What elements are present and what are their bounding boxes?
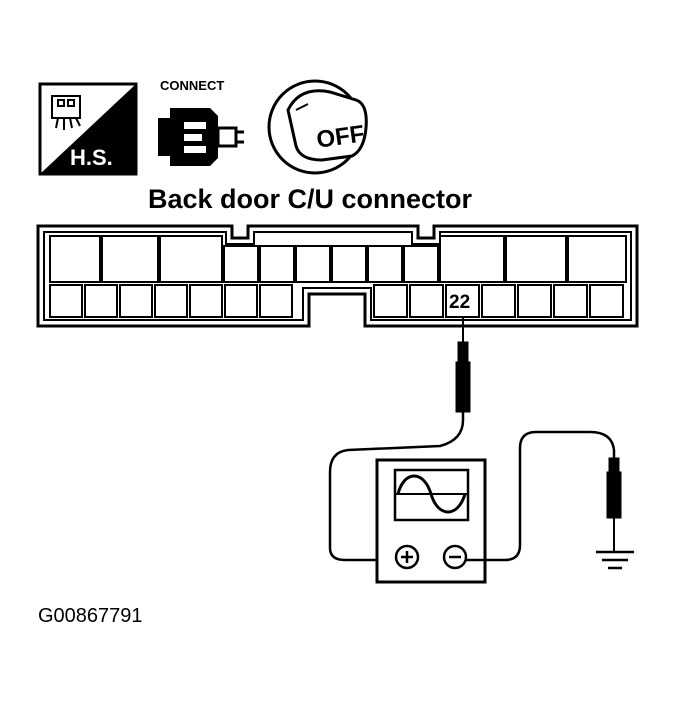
connector-cavity <box>517 284 552 318</box>
ignition-off-label: OFF <box>315 120 366 153</box>
sine-wave <box>396 474 467 514</box>
figure-id: G00867791 <box>38 605 143 627</box>
connector-cavity <box>224 284 258 318</box>
connector-cavity <box>445 284 480 318</box>
negative-terminal-icon <box>442 544 468 570</box>
connector-cavity <box>367 245 403 283</box>
positive-probe <box>328 316 471 562</box>
connector-cavity <box>49 284 83 318</box>
connector-cavity <box>154 284 188 318</box>
connector-cavity <box>331 245 367 283</box>
positive-terminal-icon <box>394 544 420 570</box>
connector-cavity <box>403 245 439 283</box>
connect-icon: CONNECT <box>158 78 244 166</box>
connector-cavity <box>223 245 259 283</box>
connector-cavity <box>409 284 444 318</box>
connector-sketch-icon <box>51 95 81 130</box>
connector-cavity <box>373 284 408 318</box>
ground-icon <box>596 550 634 570</box>
connector-cavity <box>84 284 118 318</box>
negative-probe <box>466 430 622 562</box>
connector-cavity <box>159 235 223 283</box>
connector-cavities <box>49 235 627 318</box>
connector-cavity <box>295 245 331 283</box>
connector-cavity <box>259 284 293 318</box>
connector-cavity <box>553 284 588 318</box>
pin-22-label: 22 <box>449 292 470 313</box>
connector-cavity <box>49 235 101 283</box>
connector-cavity <box>481 284 516 318</box>
connector-cavity <box>189 284 223 318</box>
connector-cavity <box>101 235 159 283</box>
back-door-cu-connector: 22 <box>36 224 639 328</box>
connector-cavity <box>567 235 627 283</box>
connector-cavity <box>589 284 624 318</box>
connector-cavity <box>119 284 153 318</box>
harness-sensor-icon: H.S. <box>38 82 138 176</box>
connector-title: Back door C/U connector <box>148 184 473 214</box>
connect-label: CONNECT <box>160 78 224 93</box>
connector-cavity <box>505 235 567 283</box>
oscilloscope <box>375 458 487 584</box>
ignition-key-off-icon: OFF <box>267 79 368 175</box>
connector-cavity <box>439 235 505 283</box>
harness-sensor-label: H.S. <box>70 145 113 170</box>
connector-cavity <box>259 245 295 283</box>
